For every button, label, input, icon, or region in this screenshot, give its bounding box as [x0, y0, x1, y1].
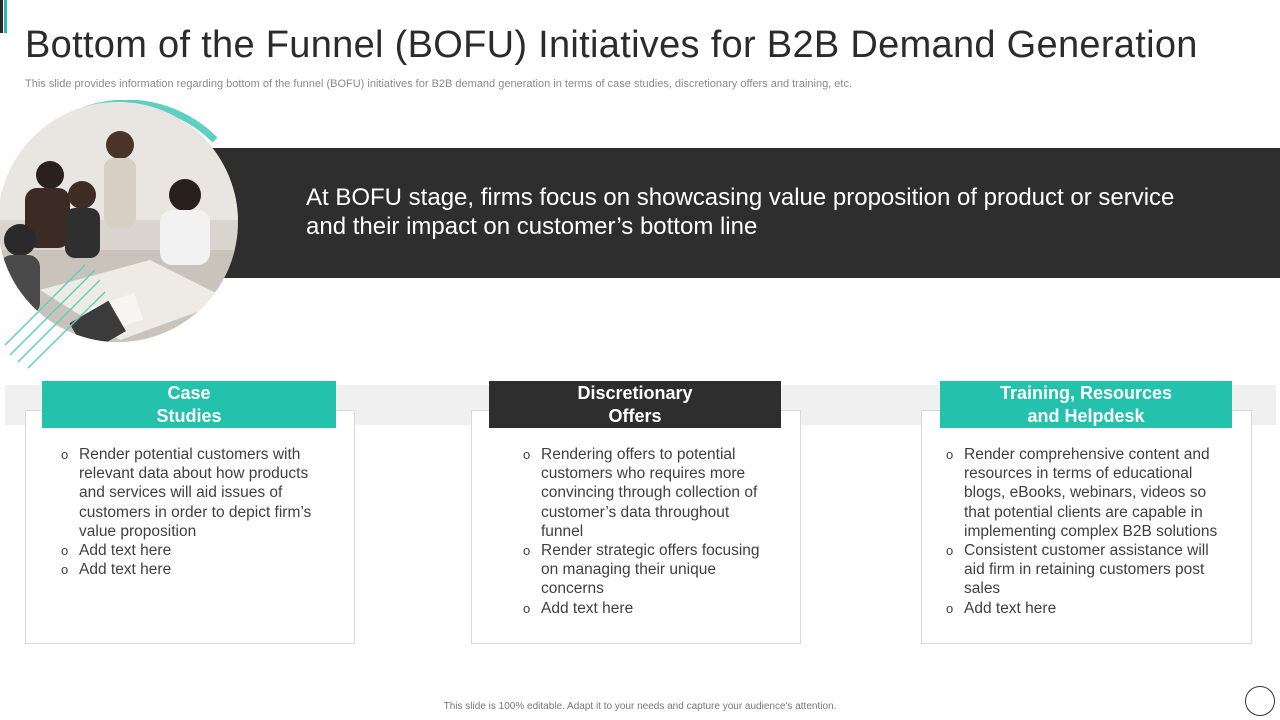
banner-background [175, 148, 1280, 278]
list-item: Add text here [946, 599, 1228, 618]
list-item: Add text here [61, 541, 326, 560]
card-header-discretionary-offers: Discretionary Offers [489, 381, 781, 428]
card-list-case-studies: Render potential customers with relevant… [61, 445, 326, 580]
list-item: Render potential customers with relevant… [61, 445, 326, 541]
card-header-case-studies: Case Studies [42, 381, 336, 428]
card-header-line1: Case [167, 382, 211, 403]
nav-circle-icon[interactable] [1245, 686, 1275, 716]
list-item: Add text here [61, 560, 326, 579]
list-item: Render comprehensive content and resourc… [946, 445, 1228, 541]
slide-title: Bottom of the Funnel (BOFU) Initiatives … [25, 24, 1198, 66]
card-header-training-resources: Training, Resources and Helpdesk [940, 381, 1232, 428]
footer-note: This slide is 100% editable. Adapt it to… [443, 701, 837, 712]
list-item: Add text here [523, 599, 763, 618]
team-meeting-photo-icon [0, 100, 238, 369]
card-header-line2: Offers [608, 405, 662, 426]
card-header-line1: Training, Resources [999, 382, 1173, 403]
card-header-line2: Studies [156, 405, 222, 426]
slide-subtitle: This slide provides information regardin… [25, 78, 853, 90]
card-list-discretionary-offers: Rendering offers to potential customers … [523, 445, 763, 618]
card-header-line1: Discretionary [577, 382, 693, 403]
card-header-line2: and Helpdesk [1027, 405, 1145, 426]
card-list-training-resources: Render comprehensive content and resourc… [946, 445, 1228, 618]
list-item: Render strategic offers focusing on mana… [523, 541, 763, 599]
corner-accent [0, 0, 7, 33]
list-item: Consistent customer assistance will aid … [946, 541, 1228, 599]
banner-text: At BOFU stage, firms focus on showcasing… [306, 184, 1175, 240]
list-item: Rendering offers to potential customers … [523, 445, 763, 541]
team-photo [0, 100, 250, 370]
